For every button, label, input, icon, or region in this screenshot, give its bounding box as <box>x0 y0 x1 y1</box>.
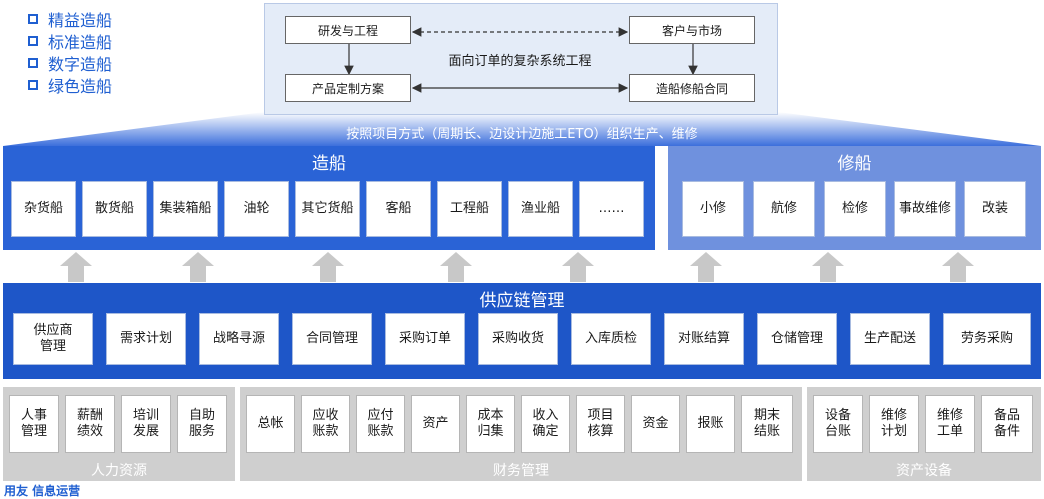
assets-group: 设备 台账 维修 计划 维修 工单 备品 备件 资产设备 <box>807 387 1041 481</box>
hr-group: 人事 管理 薪酬 绩效 培训 发展 自助 服务 人力资源 <box>3 387 235 481</box>
finance-module-card: 应收 账款 <box>301 395 350 453</box>
order-system-title: 面向订单的复杂系统工程 <box>448 54 592 69</box>
ship-type-card: 油轮 <box>224 181 289 237</box>
up-arrow-icon <box>312 252 344 282</box>
shipbuilding-panel: 造船 杂货船 散货船 集装箱船 油轮 其它货船 客船 工程船 渔业船 …… <box>3 146 655 250</box>
eto-caption: 按照项目方式（周期长、边设计边施工ETO）组织生产、维修 <box>346 127 698 142</box>
finance-module-card: 报账 <box>686 395 735 453</box>
ship-type-card: 工程船 <box>437 181 502 237</box>
supply-module-card: 采购订单 <box>385 313 465 365</box>
order-system-box: 研发与工程 客户与市场 产品定制方案 造船修船合同 面向订单的复杂系统工程 <box>264 3 778 115</box>
repair-type-card: 检修 <box>824 181 886 237</box>
finance-module-card: 期末 结账 <box>741 395 793 453</box>
supply-module-card: 生产配送 <box>850 313 930 365</box>
finance-module-card: 成本 归集 <box>466 395 515 453</box>
projection-beam <box>3 112 1041 146</box>
finance-group-title: 财务管理 <box>493 463 549 479</box>
supply-chain-title: 供应链管理 <box>479 291 565 311</box>
square-bullet-icon <box>28 14 38 24</box>
finance-module-card: 项目 核算 <box>576 395 625 453</box>
hr-module-card: 薪酬 绩效 <box>65 395 115 453</box>
up-arrow-icon <box>562 252 594 282</box>
ship-type-card: 渔业船 <box>508 181 573 237</box>
hr-module-card: 自助 服务 <box>177 395 227 453</box>
up-arrow-icon <box>440 252 472 282</box>
square-bullet-icon <box>28 58 38 68</box>
supply-module-card: 需求计划 <box>106 313 186 365</box>
supply-module-card: 供应商 管理 <box>13 313 93 365</box>
up-arrow-icon <box>690 252 722 282</box>
square-bullet-icon <box>28 80 38 90</box>
supply-module-card: 战略寻源 <box>199 313 279 365</box>
supply-module-card: 合同管理 <box>292 313 372 365</box>
ship-type-card: 客船 <box>366 181 431 237</box>
hr-module-card: 人事 管理 <box>9 395 59 453</box>
assets-group-title: 资产设备 <box>896 463 952 479</box>
goal-item: 精益造船 <box>28 8 178 30</box>
support-arrows <box>60 252 974 282</box>
square-bullet-icon <box>28 36 38 46</box>
supply-module-card: 对账结算 <box>664 313 744 365</box>
up-arrow-icon <box>942 252 974 282</box>
hr-module-card: 培训 发展 <box>121 395 171 453</box>
flow-connectors <box>344 27 698 93</box>
customer-market-node: 客户与市场 <box>629 16 755 44</box>
supply-module-card: 采购收货 <box>478 313 558 365</box>
ship-contract-node: 造船修船合同 <box>629 74 755 102</box>
repair-type-card: 小修 <box>682 181 744 237</box>
supply-module-card: 入库质检 <box>571 313 651 365</box>
up-arrow-icon <box>182 252 214 282</box>
finance-module-card: 总帐 <box>246 395 295 453</box>
footer-logo: 用友 信息运营 <box>4 484 81 498</box>
asset-module-card: 维修 工单 <box>925 395 975 453</box>
product-solution-node: 产品定制方案 <box>285 74 411 102</box>
up-arrow-icon <box>60 252 92 282</box>
finance-module-card: 收入 确定 <box>521 395 570 453</box>
ship-type-card: 散货船 <box>82 181 147 237</box>
repair-type-card: 改装 <box>964 181 1026 237</box>
asset-module-card: 备品 备件 <box>981 395 1033 453</box>
repair-type-card: 航修 <box>753 181 815 237</box>
supply-chain-panel: 供应链管理 供应商 管理 需求计划 战略寻源 合同管理 采购订单 采购收货 入库… <box>3 283 1041 379</box>
finance-module-card: 应付 账款 <box>356 395 405 453</box>
supply-module-card: 仓储管理 <box>757 313 837 365</box>
up-arrow-icon <box>812 252 844 282</box>
goal-list: 精益造船 标准造船 数字造船 绿色造船 <box>28 8 178 96</box>
finance-module-card: 资金 <box>631 395 680 453</box>
supply-module-card: 劳务采购 <box>943 313 1031 365</box>
finance-module-card: 资产 <box>411 395 460 453</box>
goal-item: 标准造船 <box>28 30 178 52</box>
finance-group: 总帐 应收 账款 应付 账款 资产 成本 归集 收入 确定 项目 核算 资金 报… <box>240 387 802 481</box>
ship-type-card: 杂货船 <box>11 181 76 237</box>
goal-item: 数字造船 <box>28 52 178 74</box>
asset-module-card: 维修 计划 <box>869 395 919 453</box>
ship-type-card: …… <box>579 181 644 237</box>
hr-group-title: 人力资源 <box>91 463 147 479</box>
asset-module-card: 设备 台账 <box>813 395 863 453</box>
ship-type-card: 其它货船 <box>295 181 360 237</box>
shipbuilding-title: 造船 <box>312 154 346 174</box>
rd-engineering-node: 研发与工程 <box>285 16 411 44</box>
goal-item: 绿色造船 <box>28 74 178 96</box>
ship-repair-panel: 修船 小修 航修 检修 事故维修 改装 <box>668 146 1041 250</box>
repair-type-card: 事故维修 <box>894 181 956 237</box>
ship-repair-title: 修船 <box>837 154 872 174</box>
ship-type-card: 集装箱船 <box>153 181 218 237</box>
